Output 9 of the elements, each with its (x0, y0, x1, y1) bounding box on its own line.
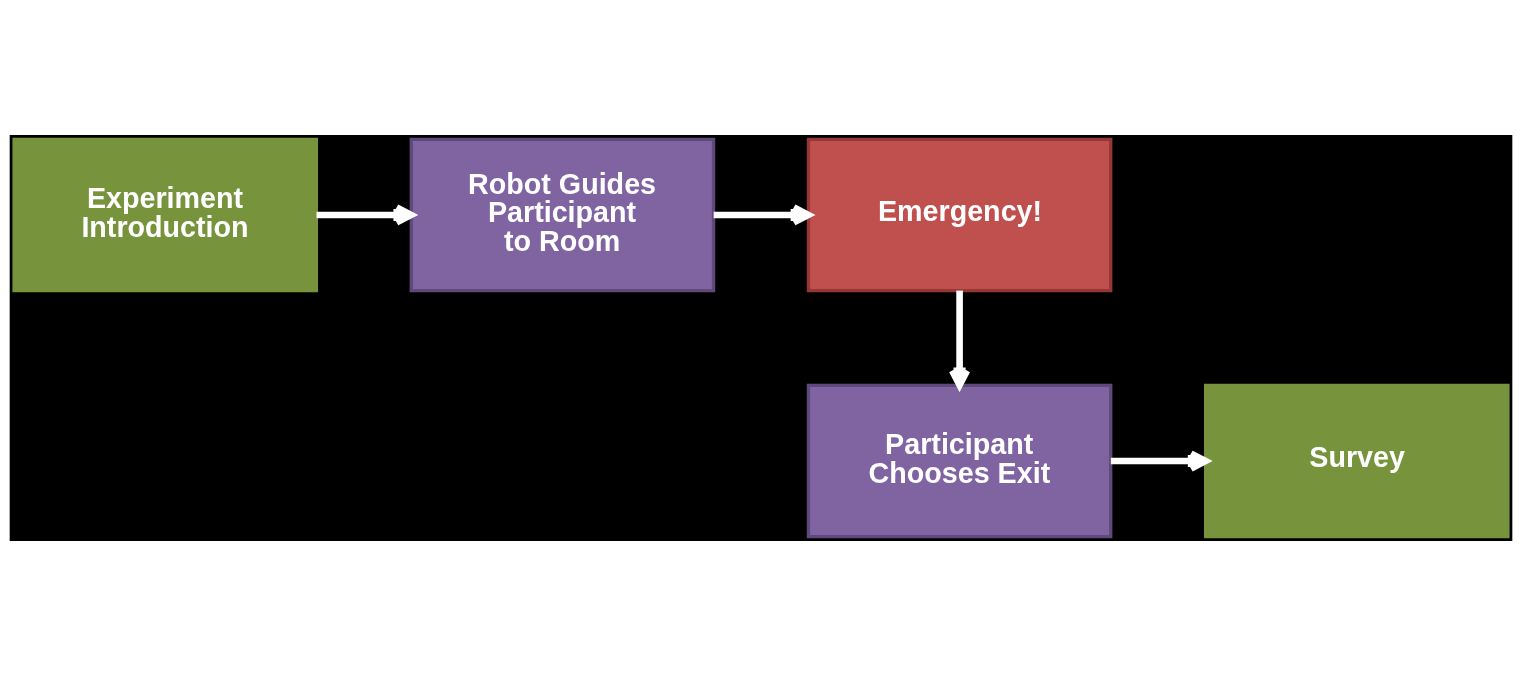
node-box: Emergency! (806, 137, 1113, 292)
node-box: Robot Guides Participant to Room (409, 137, 716, 292)
node-box: Participant Chooses Exit (806, 383, 1113, 538)
node-box: Survey (1203, 383, 1510, 538)
arrow (316, 203, 416, 226)
arrow (713, 203, 813, 226)
arrow (1110, 449, 1210, 472)
node-box: Experiment Introduction (12, 137, 319, 292)
arrow (948, 290, 971, 389)
